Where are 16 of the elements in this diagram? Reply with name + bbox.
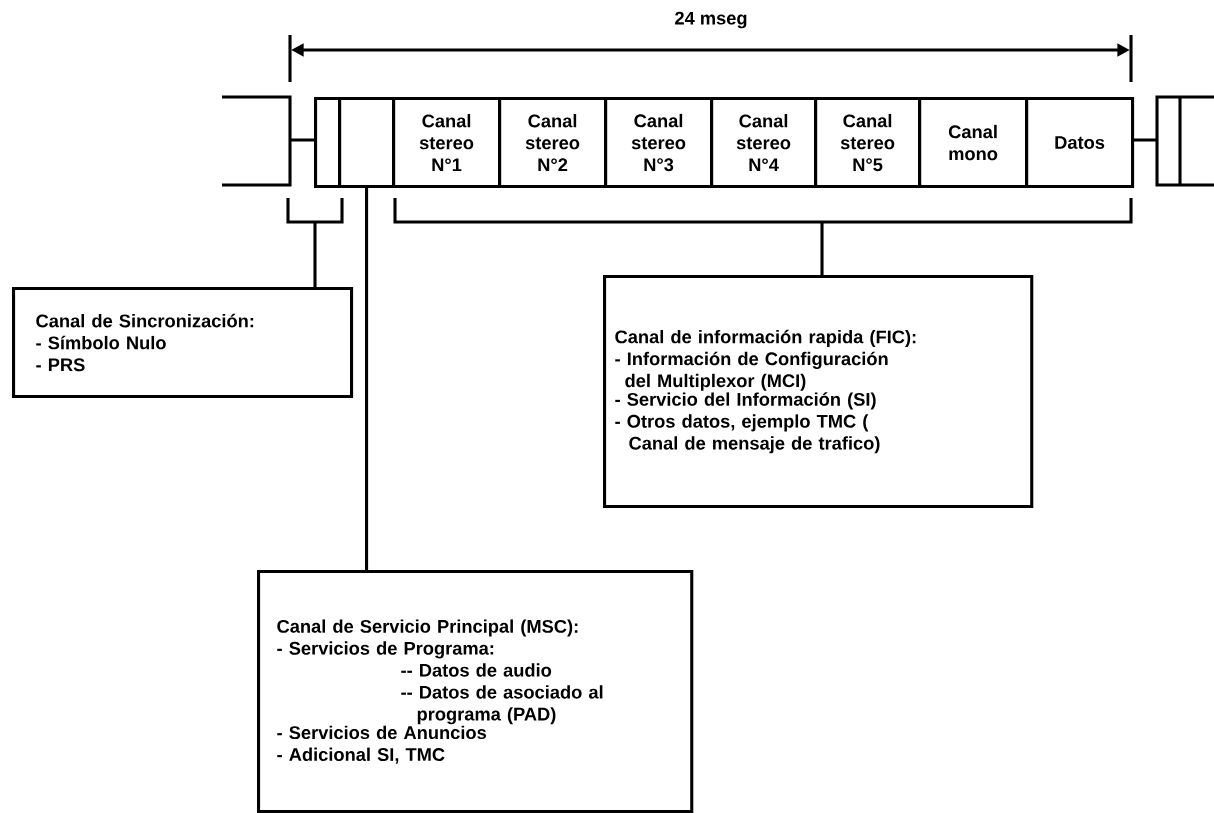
channel-cell: Canal stereo N°3 — [604, 97, 714, 189]
channel-cell: Datos — [1025, 97, 1135, 189]
bracket — [393, 198, 1133, 224]
leader-line — [365, 188, 369, 570]
leader-line — [820, 222, 824, 275]
callout-box: Canal de información rapida (FIC): - Información de Configuración del Multiplexor (MCI) - Servicio del Información (SI) - Otros datos, ejemplo TMC ( Canal de mensaje de trafico) — [603, 275, 1034, 509]
channel-cell: Canal stereo N°4 — [710, 97, 818, 189]
leader-line — [313, 222, 317, 287]
dimension-label: 24 mseg — [675, 11, 747, 29]
channel-cell: Canal stereo N°1 — [392, 97, 502, 189]
channel-cell: Canal stereo N°2 — [498, 97, 608, 189]
callout-box: Canal de Sincronización: - Símbolo Nulo - PRS — [12, 287, 354, 399]
channel-cell: Canal mono — [918, 97, 1029, 189]
callout-box: Canal de Servicio Principal (MSC): - Servicios de Programa: -- Datos de audio -- Datos de asociado al programa (PAD) - Servicios de Anuncios - Adicional SI, TMC — [257, 570, 694, 813]
bracket — [286, 198, 344, 224]
channel-cell: Canal stereo N°5 — [814, 97, 922, 189]
